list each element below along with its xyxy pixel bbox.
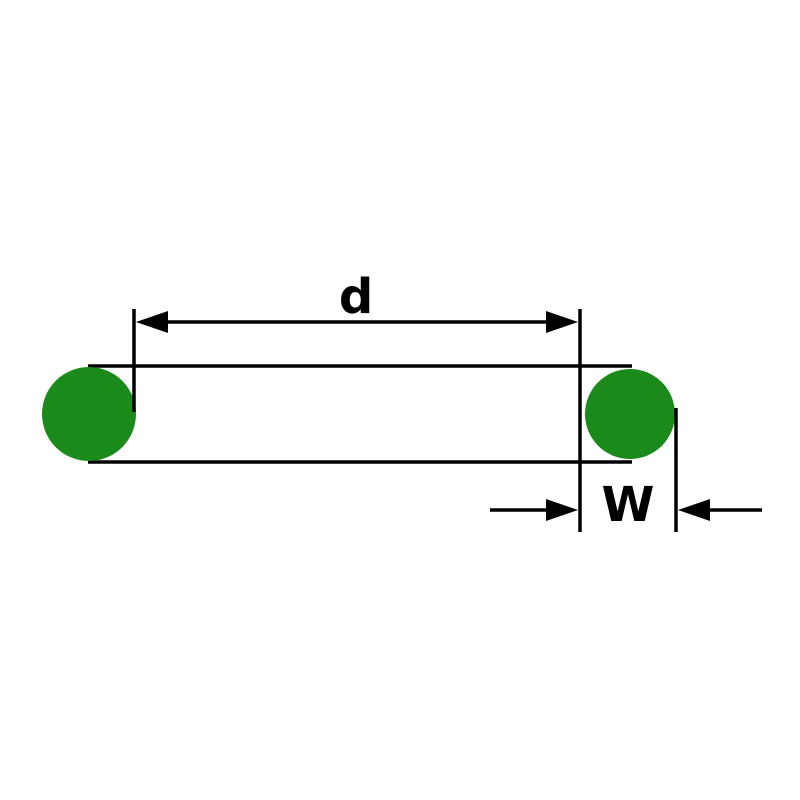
w-arrowhead-left-icon [546, 499, 578, 521]
ring-cross-section-right-circle [585, 369, 675, 459]
d-dimension-label: d [339, 269, 373, 325]
ring-cross-section-left-circle [42, 367, 136, 461]
w-dimension-label: W [602, 477, 655, 533]
d-arrowhead-left-icon [136, 311, 168, 333]
d-arrowhead-right-icon [546, 311, 578, 333]
w-arrowhead-right-icon [678, 499, 710, 521]
